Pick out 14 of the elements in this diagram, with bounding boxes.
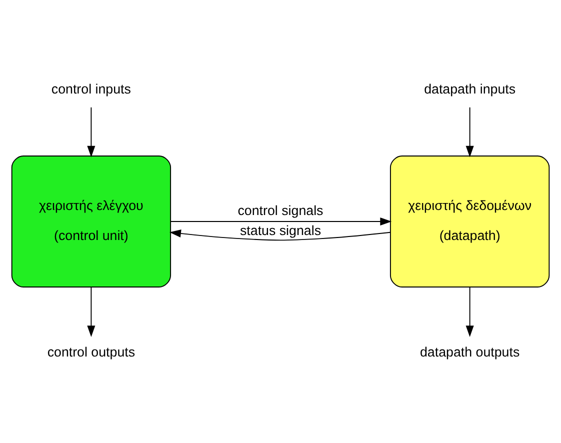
arrow [87, 286, 96, 338]
node-box: χειριστής ελέγχου (control unit) [11, 156, 172, 288]
arrow [466, 106, 474, 158]
node-box: χειριστής δεδομένων (datapath) [390, 156, 550, 288]
edge-label: control signals [238, 203, 324, 218]
node-text: datapath inputs [424, 82, 516, 97]
arrow [170, 217, 392, 226]
arrow [466, 286, 474, 338]
arrow [87, 106, 96, 158]
node-text: control inputs [51, 82, 131, 97]
node-text: control outputs [47, 344, 136, 360]
arrow [169, 229, 391, 241]
node-text: datapath outputs [420, 344, 520, 360]
edge-label: status signals [240, 223, 322, 238]
